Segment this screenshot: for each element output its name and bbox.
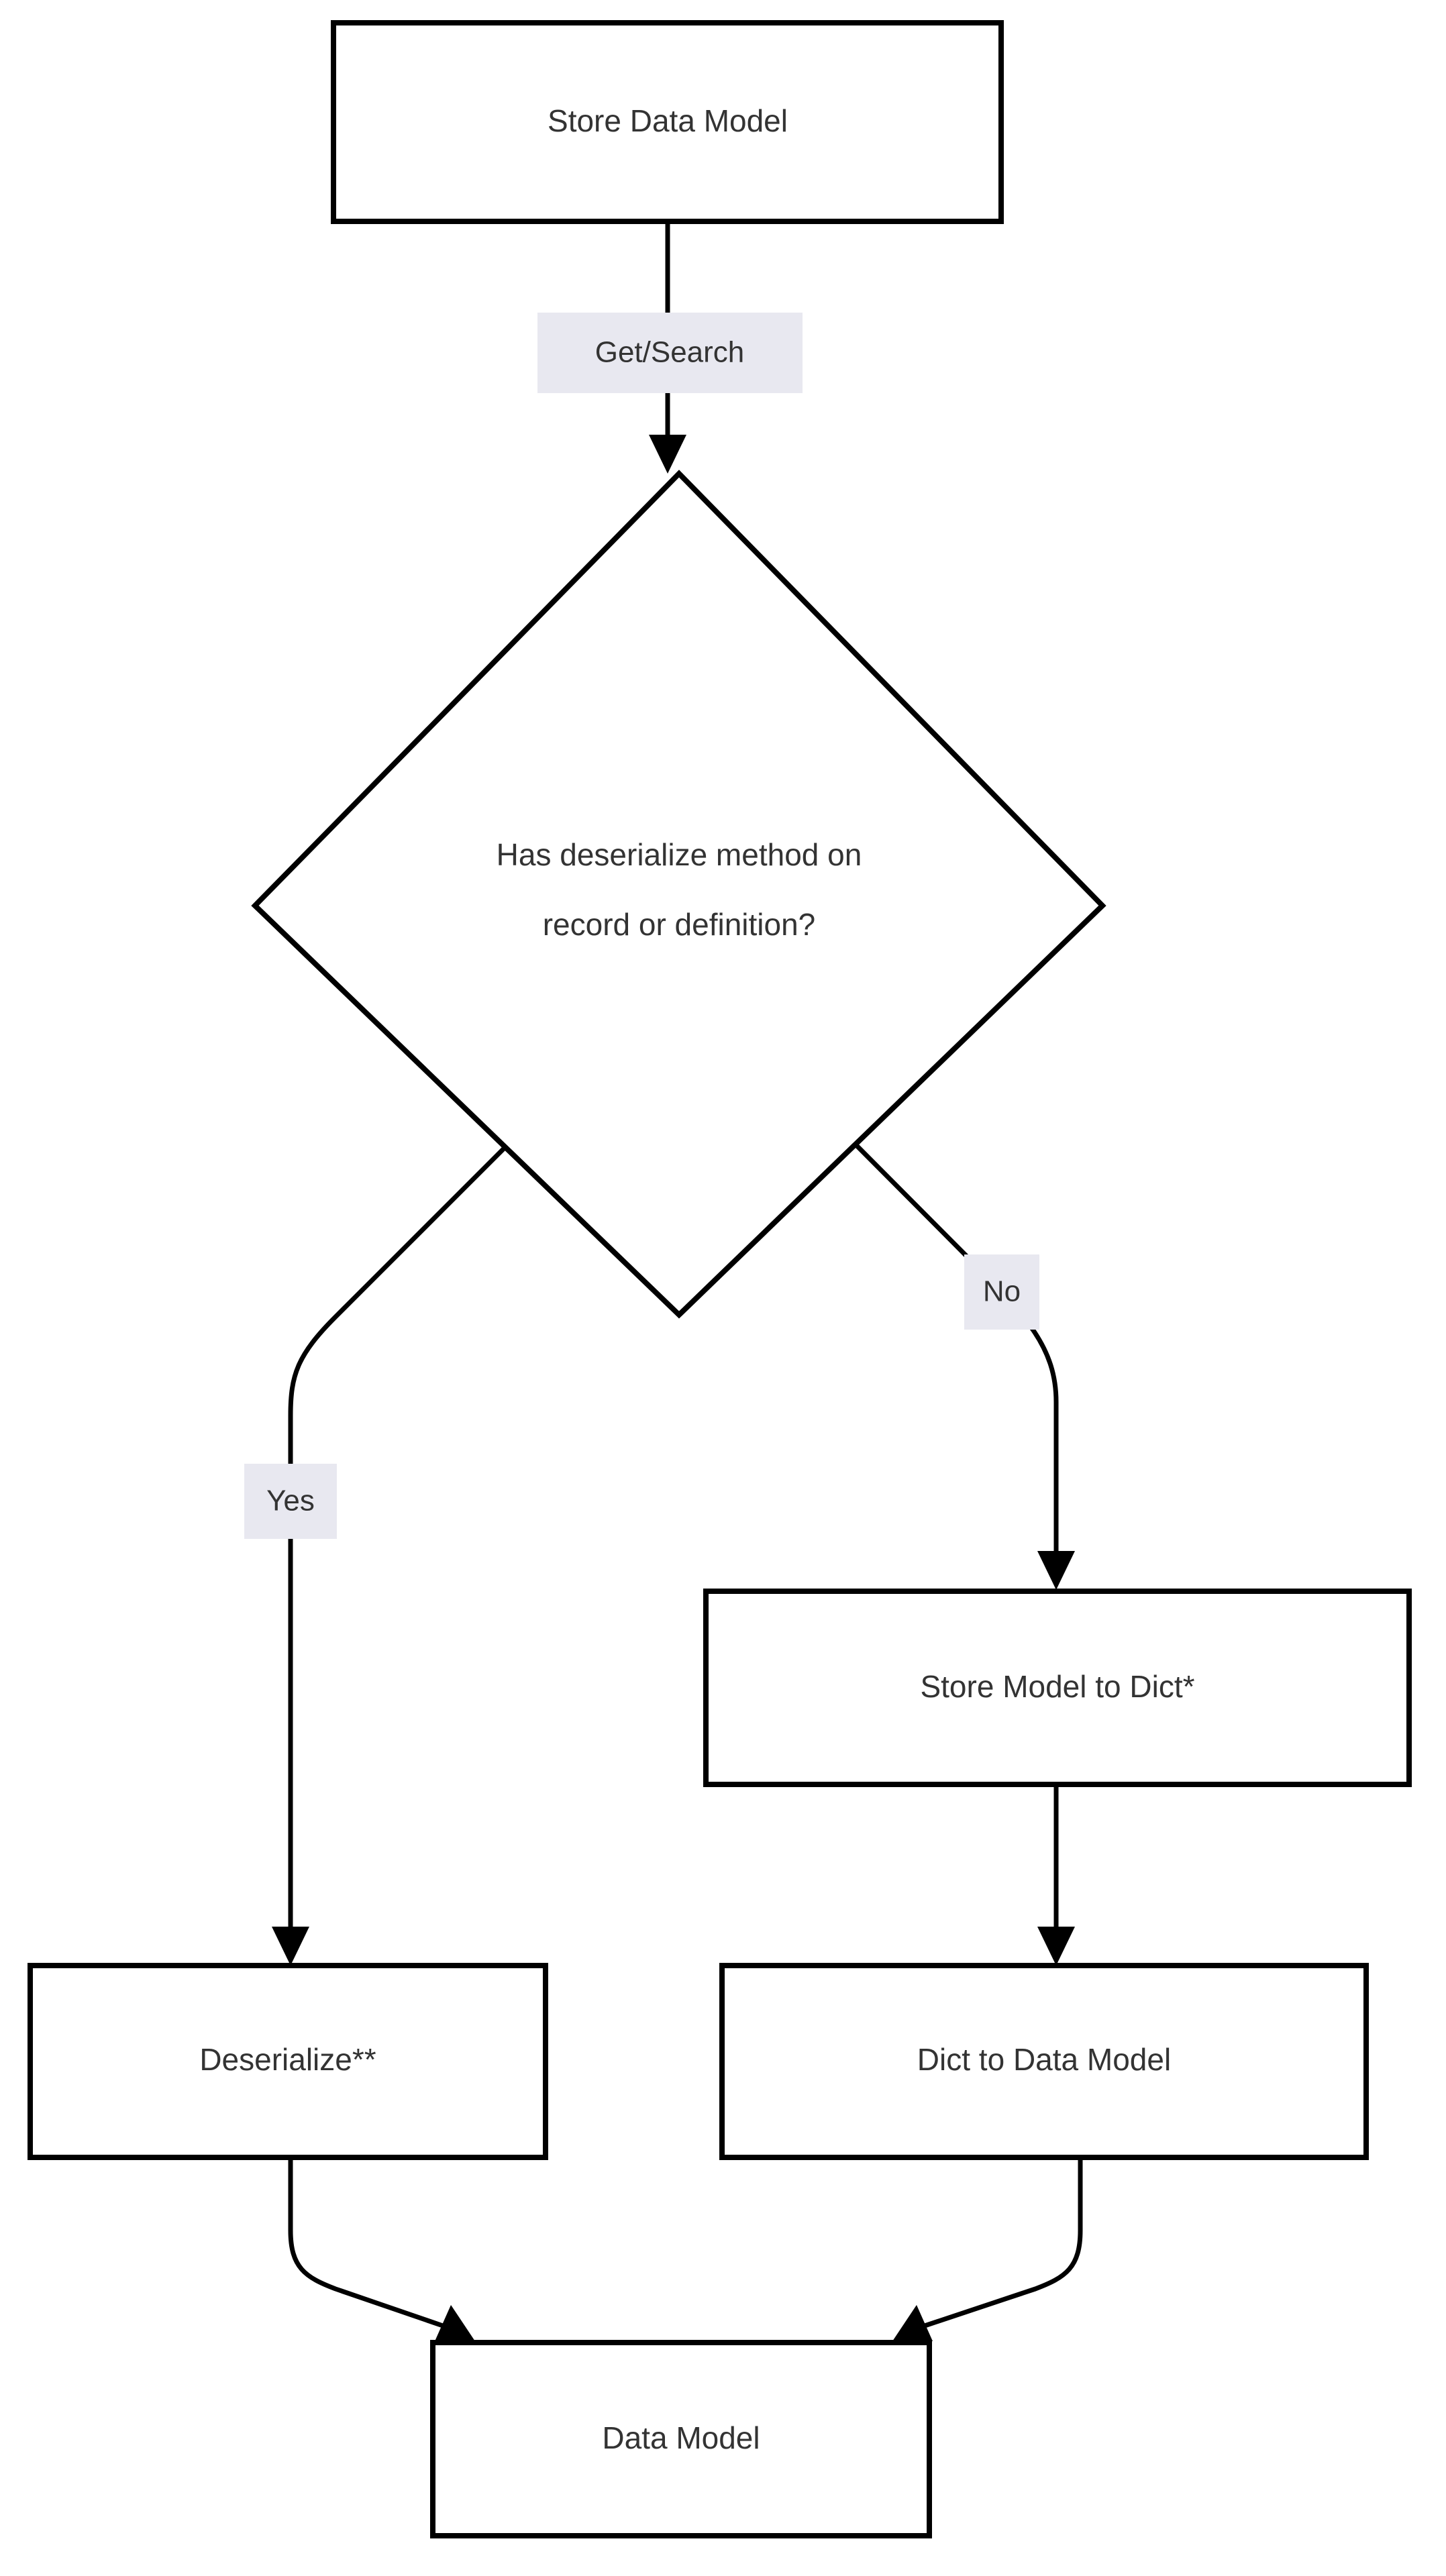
arrowhead-icon <box>272 1927 309 1966</box>
node-label-data-model: Data Model <box>602 2420 760 2455</box>
node-diamond <box>251 470 1106 1319</box>
node-label-store-data-model: Store Data Model <box>548 103 788 138</box>
node-rect <box>28 1963 548 2160</box>
arrowhead-icon <box>1037 1927 1075 1966</box>
node-rect <box>719 1963 1369 2160</box>
edge-label-background <box>537 313 803 393</box>
edge-decision-no <box>854 1142 1075 1590</box>
edge-label-background <box>244 1464 337 1539</box>
node-label-store-model-to-dict: Store Model to Dict* <box>920 1669 1194 1704</box>
arrowhead-icon <box>1037 1551 1075 1590</box>
edge-line <box>854 1142 1059 1558</box>
node-has-deserialize-decision[interactable]: Has deserialize method on record or defi… <box>251 470 1106 1319</box>
edge-label-get-search: Get/Search <box>537 313 803 393</box>
edge-line <box>288 2157 446 2329</box>
edge-label-no: No <box>964 1254 1039 1330</box>
edge-dict-to-model <box>1037 1784 1075 1966</box>
edge-deserialize-to-data-model <box>288 2157 475 2341</box>
node-deserialize[interactable]: Deserialize** <box>28 1963 548 2160</box>
edge-line <box>288 1142 510 1933</box>
node-rect <box>430 2340 932 2538</box>
edge-line <box>921 2157 1083 2329</box>
edge-label-text-get-search: Get/Search <box>595 336 745 369</box>
node-dict-to-data-model[interactable]: Dict to Data Model <box>719 1963 1369 2160</box>
node-label-decision-line1: Has deserialize method on <box>497 837 862 872</box>
edge-label-text-no: No <box>983 1275 1021 1308</box>
node-rect <box>703 1589 1412 1787</box>
node-rect <box>331 20 1004 224</box>
edge-label-text-yes: Yes <box>266 1485 315 1517</box>
edge-dictmodel-to-data-model <box>892 2157 1083 2341</box>
edge-decision-yes <box>272 1142 510 1966</box>
node-data-model[interactable]: Data Model <box>430 2340 932 2538</box>
arrowhead-icon <box>892 2305 933 2341</box>
edge-label-yes: Yes <box>244 1464 337 1539</box>
node-store-model-to-dict[interactable]: Store Model to Dict* <box>703 1589 1412 1787</box>
edge-label-background <box>964 1254 1039 1330</box>
arrowhead-icon <box>649 435 686 474</box>
node-label-deserialize: Deserialize** <box>199 2042 376 2077</box>
node-label-dict-to-data-model: Dict to Data Model <box>917 2042 1171 2077</box>
node-label-decision-line2: record or definition? <box>543 907 816 942</box>
arrowhead-icon <box>435 2305 475 2341</box>
node-store-data-model[interactable]: Store Data Model <box>331 20 1004 224</box>
